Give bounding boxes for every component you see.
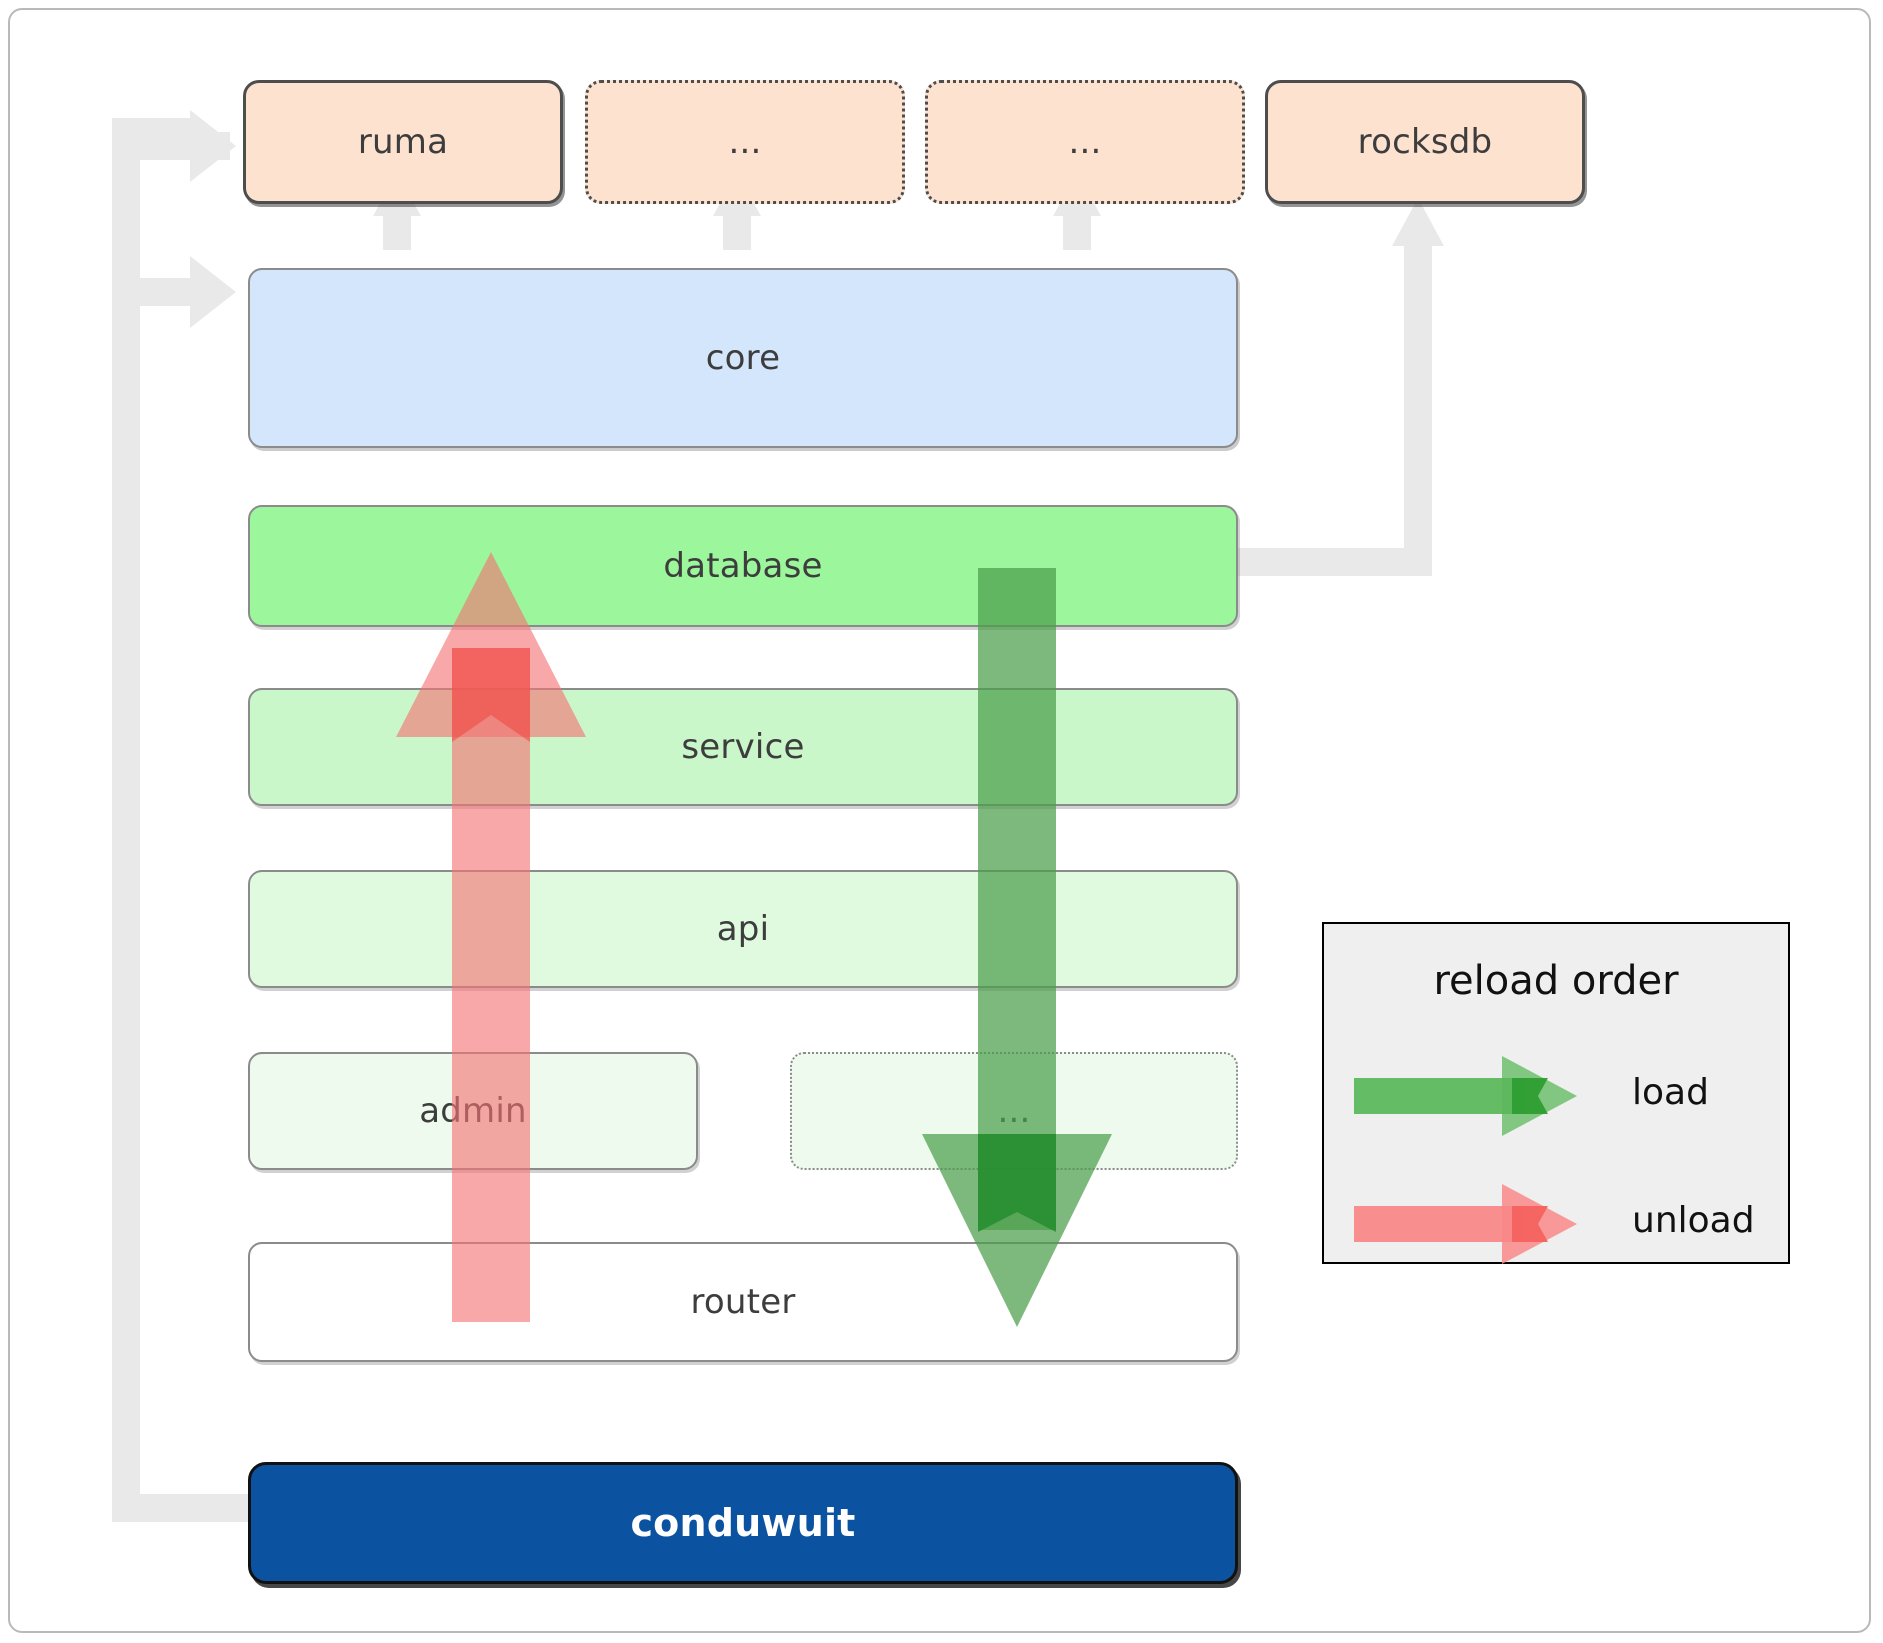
dependency-label: ruma (357, 122, 449, 162)
legend-swatch-unload (1354, 1184, 1577, 1264)
crate-node-api[interactable]: api (248, 870, 1238, 988)
crate-label: service (681, 727, 805, 767)
crate-label: admin (419, 1091, 527, 1131)
dependency-node-ellipsis-2[interactable]: ... (925, 80, 1245, 204)
diagram-frame (8, 8, 1871, 1633)
legend-label-load: load (1632, 1072, 1709, 1113)
crate-label: api (716, 909, 770, 949)
legend-box: reload order load unload (1322, 922, 1790, 1264)
dependency-label: ... (1068, 122, 1102, 162)
crate-node-ellipsis-sub[interactable]: ... (790, 1052, 1238, 1170)
crate-label: core (705, 338, 781, 378)
dependency-label: rocksdb (1357, 122, 1493, 162)
dependency-node-ellipsis-1[interactable]: ... (585, 80, 905, 204)
dependency-label: ... (728, 122, 762, 162)
crate-node-core[interactable]: core (248, 268, 1238, 448)
crate-node-service[interactable]: service (248, 688, 1238, 806)
crate-label: database (663, 546, 823, 586)
crate-node-admin[interactable]: admin (248, 1052, 698, 1170)
legend-label-unload: unload (1632, 1200, 1755, 1241)
crate-label: router (690, 1282, 796, 1322)
crate-node-database[interactable]: database (248, 505, 1238, 627)
binary-node-conduwuit[interactable]: conduwuit (248, 1462, 1238, 1584)
legend-title: reload order (1433, 958, 1679, 1004)
crate-node-router[interactable]: router (248, 1242, 1238, 1362)
legend-swatch-load (1354, 1056, 1577, 1136)
dependency-node-rocksdb[interactable]: rocksdb (1265, 80, 1585, 204)
binary-label: conduwuit (630, 1501, 856, 1545)
crate-label: ... (997, 1091, 1031, 1131)
dependency-node-ruma[interactable]: ruma (243, 80, 563, 204)
